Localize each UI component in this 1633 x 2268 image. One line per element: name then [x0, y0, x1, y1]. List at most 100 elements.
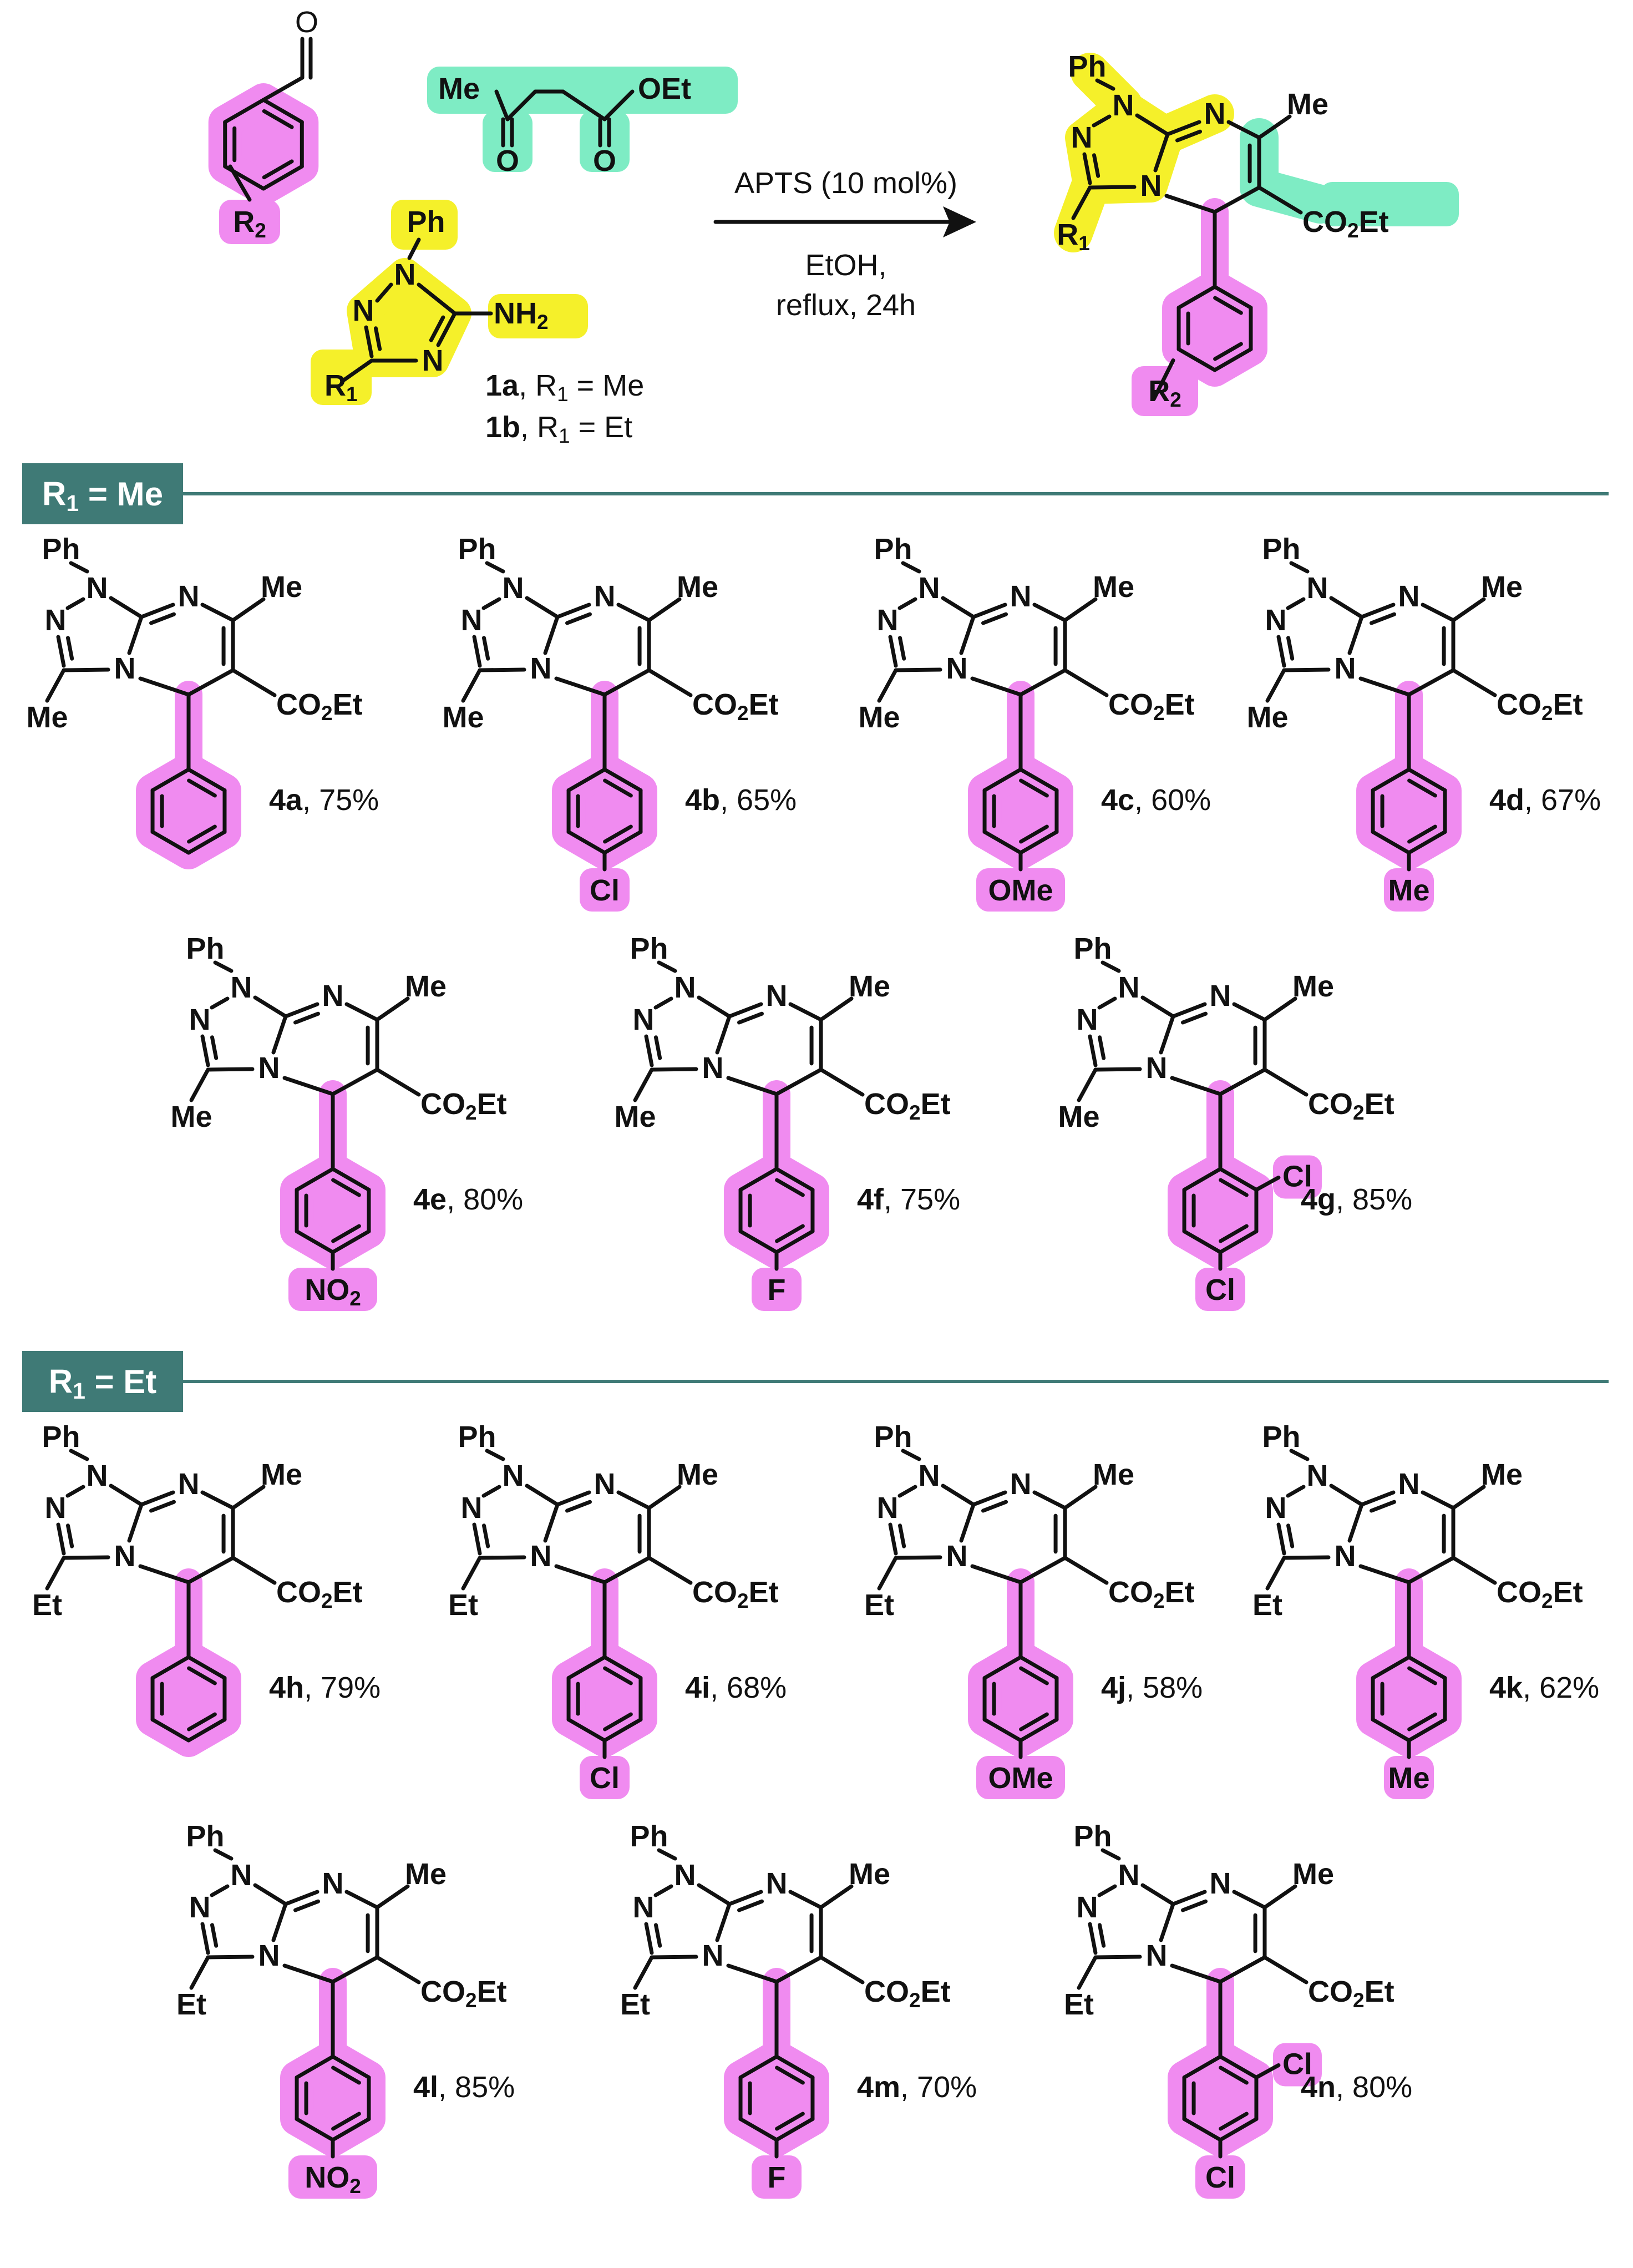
- substituent-highlight: [1195, 1268, 1245, 1311]
- phenyl-label: Ph: [186, 932, 224, 965]
- ester-o-label: O: [593, 144, 616, 178]
- bond: [602, 89, 635, 122]
- bond: [1097, 1884, 1117, 1897]
- aryl-ring-bond: [295, 2117, 335, 2142]
- phenyl-label: Ph: [874, 533, 912, 566]
- bond: [375, 282, 393, 303]
- methyl-label: Me: [1292, 970, 1334, 1003]
- bond: [819, 1955, 865, 1984]
- double-bond-inner: [1213, 296, 1243, 315]
- bond: [505, 89, 537, 122]
- double-bond-inner: [1369, 1500, 1397, 1513]
- double-bond-inner: [331, 2112, 361, 2131]
- aryl-ring-bond: [1371, 1655, 1411, 1680]
- bond: [897, 1485, 917, 1498]
- bond: [877, 1556, 898, 1591]
- bond: [647, 1485, 682, 1510]
- double-bond: [283, 1890, 320, 1906]
- triazole-highlight: [311, 350, 372, 405]
- conditions-text: reflux, 24h: [776, 288, 916, 322]
- chloro-label: Cl: [1282, 2048, 1312, 2081]
- double-bond-inner: [603, 1712, 633, 1732]
- n-atom-label: N: [422, 344, 444, 377]
- aryl-ring-bond: [150, 767, 191, 792]
- aryl-ring-bond: [295, 1167, 335, 1192]
- double-bond: [1360, 1490, 1396, 1507]
- aryl-ring-bond: [774, 1167, 815, 1192]
- n-atom-label: N: [594, 1467, 616, 1501]
- bond: [726, 1076, 779, 1096]
- methyl-label: Me: [849, 970, 890, 1003]
- methyl-label: Me: [1287, 88, 1328, 121]
- ester-label: CO2Et: [1308, 1975, 1394, 2012]
- ketoester-highlight: [580, 111, 630, 172]
- double-bond-inner: [1219, 2112, 1249, 2131]
- bond: [1135, 113, 1170, 136]
- double-bond-inner: [481, 636, 490, 661]
- double-bond-inner: [981, 612, 1008, 625]
- double-bond-inner: [293, 1011, 321, 1025]
- bond: [127, 1502, 144, 1543]
- bond: [1018, 1556, 1067, 1584]
- bond: [616, 603, 651, 622]
- bond: [1063, 597, 1098, 622]
- bond: [344, 1002, 379, 1022]
- bond: [525, 1484, 560, 1507]
- double-bond: [555, 603, 591, 619]
- bond: [1063, 668, 1109, 697]
- bond: [941, 1484, 976, 1507]
- bond: [788, 1002, 823, 1022]
- aryl-ring-bond: [1213, 285, 1253, 310]
- n-atom-label: N: [1265, 1491, 1287, 1525]
- bond: [941, 596, 976, 619]
- bond: [647, 597, 682, 622]
- bond: [1347, 1502, 1364, 1543]
- double-bond: [727, 1002, 763, 1019]
- bond: [109, 596, 144, 619]
- bond: [561, 89, 607, 122]
- n-ph-bond: [485, 1449, 505, 1461]
- n-atom-label: N: [231, 971, 252, 1004]
- ketoester-highlight: [483, 111, 532, 172]
- double-bond: [644, 1922, 654, 1955]
- n-atom-label: N: [394, 258, 416, 291]
- bond: [774, 1955, 823, 1984]
- n-atom-label: N: [1307, 571, 1328, 605]
- bond: [210, 1884, 230, 1897]
- chloro-label: Cl: [1282, 1160, 1312, 1193]
- double-bond-inner: [737, 1011, 764, 1025]
- double-bond: [1165, 120, 1201, 136]
- double-bond-inner: [1019, 1712, 1049, 1732]
- aryl-ring-bond: [1218, 2117, 1259, 2142]
- double-bond-inner: [1407, 824, 1437, 844]
- aryl-ring-bond: [1182, 2117, 1223, 2142]
- aryl-ring-bond: [1182, 2054, 1223, 2079]
- phenyl-label: Ph: [1262, 1420, 1300, 1454]
- double-bond-inner: [775, 1178, 805, 1197]
- bond: [1164, 194, 1217, 214]
- n-atom-label: N: [503, 1459, 524, 1492]
- reagent-text: APTS (10 mol%): [734, 166, 957, 200]
- r1-substituent-label: Et: [864, 1588, 894, 1622]
- aryl-ring-bond: [150, 1718, 191, 1743]
- bond: [633, 1955, 654, 1990]
- n-atom-label: N: [1010, 1467, 1032, 1501]
- methyl-label: Me: [849, 1857, 890, 1891]
- double-bond-inner: [775, 2112, 805, 2131]
- ketoester-highlight: [1320, 182, 1459, 226]
- aryl-ring-bond: [331, 2054, 371, 2079]
- ester-label: CO2Et: [692, 1576, 779, 1612]
- aryl-ring-bond: [1018, 1655, 1059, 1680]
- bond: [1451, 668, 1497, 697]
- r1-substituent-label: Et: [1064, 1988, 1094, 2021]
- bond: [65, 1485, 85, 1498]
- n-atom-label: N: [702, 1051, 724, 1085]
- aryl-ring-bond: [150, 1655, 191, 1680]
- compound-label: 4d, 67%: [1489, 783, 1601, 817]
- bond: [407, 237, 421, 260]
- compound-label: 4l, 85%: [413, 2070, 515, 2104]
- bond: [1018, 668, 1067, 697]
- bond: [1170, 1963, 1223, 1984]
- aryl-ring-bond: [1018, 830, 1059, 855]
- n-atom-label: N: [946, 1540, 968, 1573]
